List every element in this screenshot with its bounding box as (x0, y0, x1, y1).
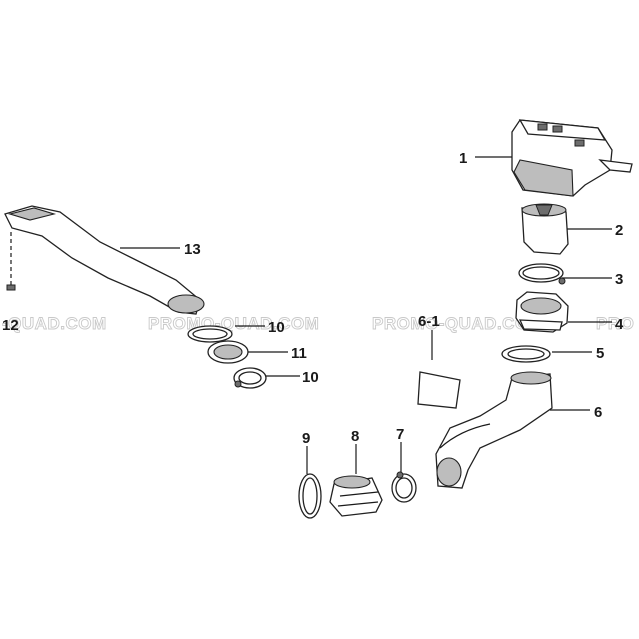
part-5-ring (501, 345, 551, 363)
part-8-coupler (329, 475, 383, 517)
watermark-text-right: PRO (596, 314, 634, 333)
part-6-elbow-duct (435, 371, 553, 489)
callout-6-1: 6-1 (418, 313, 440, 330)
watermark-text-left: -QUAD.COM (2, 314, 107, 333)
callout-1: 1 (459, 150, 467, 167)
part-6-1-pad (417, 371, 461, 409)
callout-7: 7 (396, 426, 404, 443)
watermark: -QUAD.COM PROMO-QUAD.COM PROMO-QUAD.COM … (2, 314, 635, 334)
part-12-clip (6, 232, 16, 291)
callout-13: 13 (184, 241, 201, 258)
callout-12: 12 (2, 317, 19, 334)
leader-lines (120, 156, 612, 474)
callout-labels: 1 2 3 4 5 6 6-1 7 8 9 10 11 10 12 13 (2, 150, 624, 447)
callout-4: 4 (615, 316, 624, 333)
watermark-text-mid2: PROMO-QUAD.COM (372, 314, 543, 333)
part-9-clamp (298, 473, 322, 519)
callout-8: 8 (351, 428, 359, 445)
part-4-flange (515, 291, 569, 333)
part-1-airbox-housing (511, 119, 633, 197)
part-10-ring-upper (187, 325, 233, 343)
callout-6: 6 (594, 404, 602, 421)
callout-9: 9 (302, 430, 310, 447)
callout-11: 11 (291, 345, 307, 362)
part-3-clamp (518, 263, 566, 285)
part-11-ring (207, 340, 249, 364)
part-10-ring-lower (233, 367, 267, 389)
part-13-snorkel (4, 205, 205, 315)
callout-10-upper: 10 (268, 319, 285, 336)
callout-10-lower: 10 (302, 369, 319, 386)
callout-5: 5 (596, 345, 604, 362)
part-7-clamp (391, 471, 417, 503)
part-2-duct-boot (521, 203, 569, 255)
callout-2: 2 (615, 222, 623, 239)
watermark-text-mid: PROMO-QUAD.COM (148, 314, 319, 333)
callout-3: 3 (615, 271, 623, 288)
